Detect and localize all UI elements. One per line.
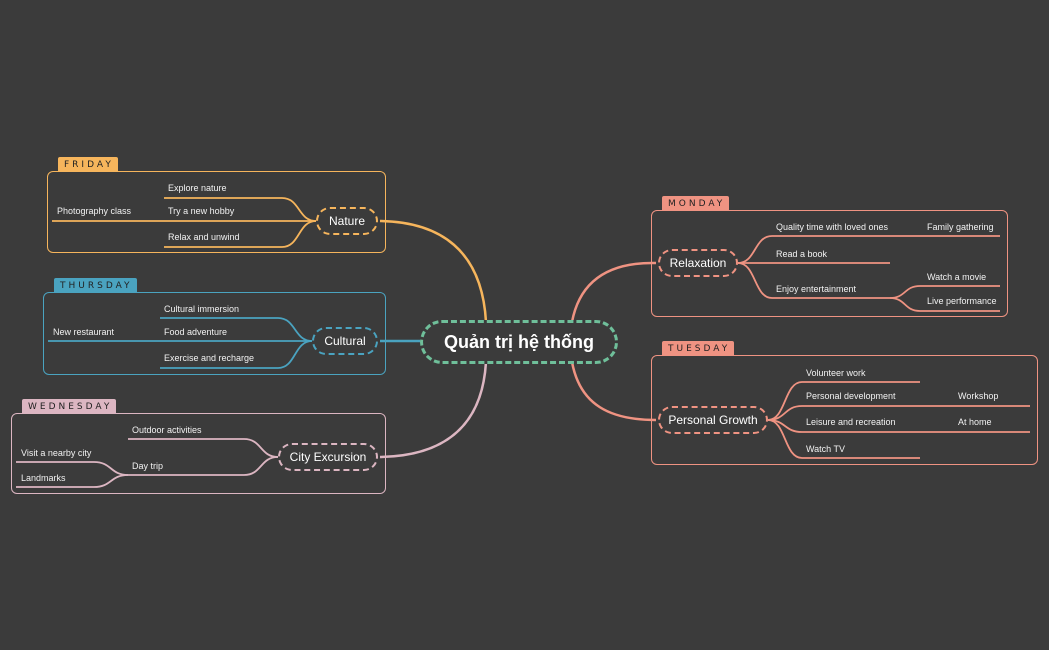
link-central-city (379, 361, 488, 459)
central-topic[interactable]: Quản trị hệ thống (420, 320, 618, 364)
subtopic-personal-development[interactable]: Personal development (806, 391, 896, 401)
group-monday (651, 210, 1008, 317)
subtopic-food-adventure[interactable]: Food adventure (164, 327, 228, 337)
detail-at-home[interactable]: At home (958, 417, 992, 427)
subtopic-explore-nature[interactable]: Explore nature (168, 183, 227, 193)
group-friday (47, 171, 386, 253)
links-city (16, 438, 279, 488)
subtopic-exercise-recharge[interactable]: Exercise and recharge (164, 353, 255, 363)
subtopic-try-new-hobby[interactable]: Try a new hobby (168, 206, 235, 216)
subtopic-enjoy-entertainment[interactable]: Enjoy entertainment (776, 284, 857, 294)
tag-monday: MONDAY (662, 196, 730, 211)
topic-city-excursion[interactable]: City Excursion (278, 443, 378, 471)
subtopic-quality-time[interactable]: Quality time with loved ones (776, 222, 889, 232)
topic-nature[interactable]: Nature (316, 207, 378, 235)
group-wednesday (11, 413, 386, 494)
subtopic-relax-unwind[interactable]: Relax and unwind (168, 232, 240, 242)
subtopic-cultural-immersion[interactable]: Cultural immersion (164, 304, 240, 314)
subtopic-leisure-recreation[interactable]: Leisure and recreation (806, 417, 896, 427)
tag-thursday: THURSDAY (54, 278, 137, 293)
link-central-nature (379, 219, 488, 323)
topic-cultural[interactable]: Cultural (312, 327, 378, 355)
subtopic-watch-tv[interactable]: Watch TV (806, 444, 846, 454)
detail-live-performance[interactable]: Live performance (927, 296, 997, 306)
tag-wednesday: WEDNESDAY (22, 399, 117, 414)
subtopic-volunteer-work[interactable]: Volunteer work (806, 368, 866, 378)
topic-personal-growth[interactable]: Personal Growth (658, 406, 768, 434)
links-nature (52, 197, 317, 248)
tag-tuesday: TUESDAY (662, 341, 735, 356)
detail-family-gathering[interactable]: Family gathering (927, 222, 994, 232)
link-central-relaxation (570, 261, 657, 323)
detail-visit-nearby-city[interactable]: Visit a nearby city (21, 448, 92, 458)
subtopic-outdoor-activities[interactable]: Outdoor activities (132, 425, 202, 435)
tag-friday: FRIDAY (58, 157, 118, 172)
detail-new-restaurant[interactable]: New restaurant (53, 327, 115, 337)
subtopic-read-book[interactable]: Read a book (776, 249, 828, 259)
subtopic-day-trip[interactable]: Day trip (132, 461, 164, 471)
group-thursday (43, 292, 386, 375)
detail-watch-movie[interactable]: Watch a movie (927, 272, 987, 282)
link-central-growth (570, 361, 657, 422)
detail-landmarks[interactable]: Landmarks (21, 473, 66, 483)
links-growth (767, 381, 1030, 459)
links-cultural (48, 317, 313, 369)
links-relaxation (737, 235, 1000, 312)
detail-workshop[interactable]: Workshop (958, 391, 999, 401)
group-tuesday (651, 355, 1038, 465)
detail-photography-class[interactable]: Photography class (57, 206, 132, 216)
topic-relaxation[interactable]: Relaxation (658, 249, 738, 277)
